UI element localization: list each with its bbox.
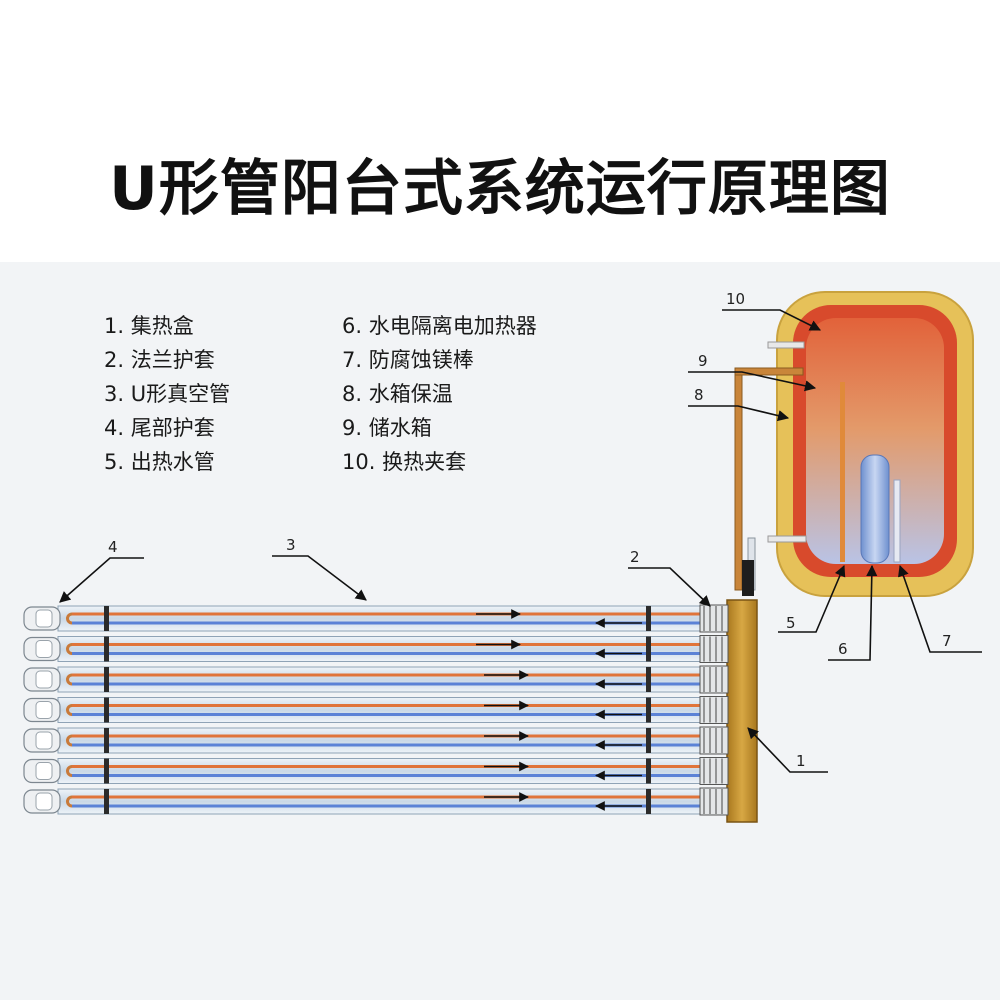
magnesium-rod (893, 479, 901, 563)
tube-clip-left (104, 667, 109, 692)
legend-item-10: 10. 换热夹套 (342, 450, 467, 474)
u-tube-bend (66, 734, 73, 747)
callout-10: 10 (726, 290, 745, 308)
tail-cap-inner (35, 670, 53, 689)
connection-pipes (734, 367, 804, 596)
tube-clip-right (646, 636, 651, 662)
flange-sleeve (699, 726, 729, 755)
tube-clip-left (104, 606, 109, 631)
leader-5 (778, 564, 846, 633)
u-tube-bend (66, 673, 73, 686)
callout-4: 4 (108, 538, 118, 556)
leader-10 (722, 309, 822, 331)
callout-6: 6 (838, 640, 848, 658)
u-tube-bend (66, 704, 73, 716)
legend-item-7: 7. 防腐蚀镁棒 (342, 348, 474, 372)
vacuum-tube (57, 727, 711, 754)
leader-lines (59, 309, 982, 773)
tube-clip-right (646, 758, 651, 784)
flange-sleeve (699, 665, 729, 694)
tube-clip-left (104, 728, 109, 753)
tube-clip-right (646, 606, 651, 631)
flange-sleeve (699, 635, 729, 663)
vacuum-tube (57, 758, 711, 784)
u-tube-bend (66, 795, 73, 808)
u-tube-bend (66, 765, 73, 777)
vacuum-tube (57, 605, 711, 632)
callout-1: 1 (796, 752, 806, 770)
callout-8: 8 (694, 386, 704, 404)
legend-item-3: 3. U形真空管 (104, 382, 231, 406)
legend-item-6: 6. 水电隔离电加热器 (342, 314, 537, 338)
electric-heater (860, 454, 890, 564)
leader-9 (688, 371, 817, 392)
legend-item-2: 2. 法兰护套 (104, 348, 215, 372)
leader-8 (688, 405, 790, 422)
vacuum-tube (57, 788, 711, 815)
leader-4 (59, 557, 144, 603)
flange-sleeve (699, 757, 729, 785)
tail-cap-inner (35, 762, 53, 780)
tail-cap-inner (35, 731, 53, 750)
page-title: U形管阳台式系统运行原理图 (109, 154, 891, 224)
flange-sleeve (699, 604, 729, 633)
callout-numbers: 10 9 8 2 3 4 1 5 6 7 (108, 290, 952, 770)
tube-clip-right (646, 728, 651, 753)
flange-sleeve (699, 696, 729, 724)
collector-header-box (726, 599, 758, 823)
callout-7: 7 (942, 632, 952, 650)
legend-item-8: 8. 水箱保温 (342, 382, 453, 406)
vacuum-tube (57, 636, 711, 662)
tube-clip-right (646, 667, 651, 692)
legend-right: 6. 水电隔离电加热器 7. 防腐蚀镁棒 8. 水箱保温 9. 储水箱 10. … (342, 309, 537, 479)
leader-1 (747, 727, 828, 773)
hot-water-outlet-pipe (840, 382, 845, 562)
tube-clip-left (104, 758, 109, 784)
legend-item-4: 4. 尾部护套 (104, 416, 215, 440)
vacuum-tube (57, 697, 711, 723)
u-tube-array (23, 604, 729, 816)
riser-pipe (734, 367, 743, 591)
leader-6 (828, 564, 878, 661)
vacuum-tube (57, 666, 711, 693)
tank-inlet-stub (767, 341, 805, 349)
u-tube-bend (66, 612, 73, 625)
tank-return-stub (767, 535, 807, 543)
callout-5: 5 (786, 614, 796, 632)
leader-7 (898, 564, 982, 653)
leader-2 (628, 567, 711, 607)
tube-clip-left (104, 636, 109, 662)
tube-clip-right (646, 789, 651, 814)
callout-3: 3 (286, 536, 296, 554)
storage-tank (767, 291, 974, 597)
legend-left: 1. 集热盒 2. 法兰护套 3. U形真空管 4. 尾部护套 5. 出热水管 (104, 309, 230, 479)
callout-9: 9 (698, 352, 708, 370)
tube-clip-left (104, 789, 109, 814)
pipe-fitting (742, 560, 754, 596)
u-tube-bend (66, 643, 73, 655)
legend-item-5: 5. 出热水管 (104, 450, 215, 474)
tail-cap-inner (35, 640, 53, 658)
leader-3 (272, 555, 367, 601)
tail-cap-inner (35, 701, 53, 719)
tube-clip-left (104, 697, 109, 723)
tube-clip-right (646, 697, 651, 723)
flange-sleeve (699, 787, 729, 816)
tail-cap-inner (35, 609, 53, 628)
tail-cap-inner (35, 792, 53, 811)
legend-item-9: 9. 储水箱 (342, 416, 432, 440)
legend-item-1: 1. 集热盒 (104, 314, 194, 338)
callout-2: 2 (630, 548, 640, 566)
riser-top (734, 367, 804, 376)
